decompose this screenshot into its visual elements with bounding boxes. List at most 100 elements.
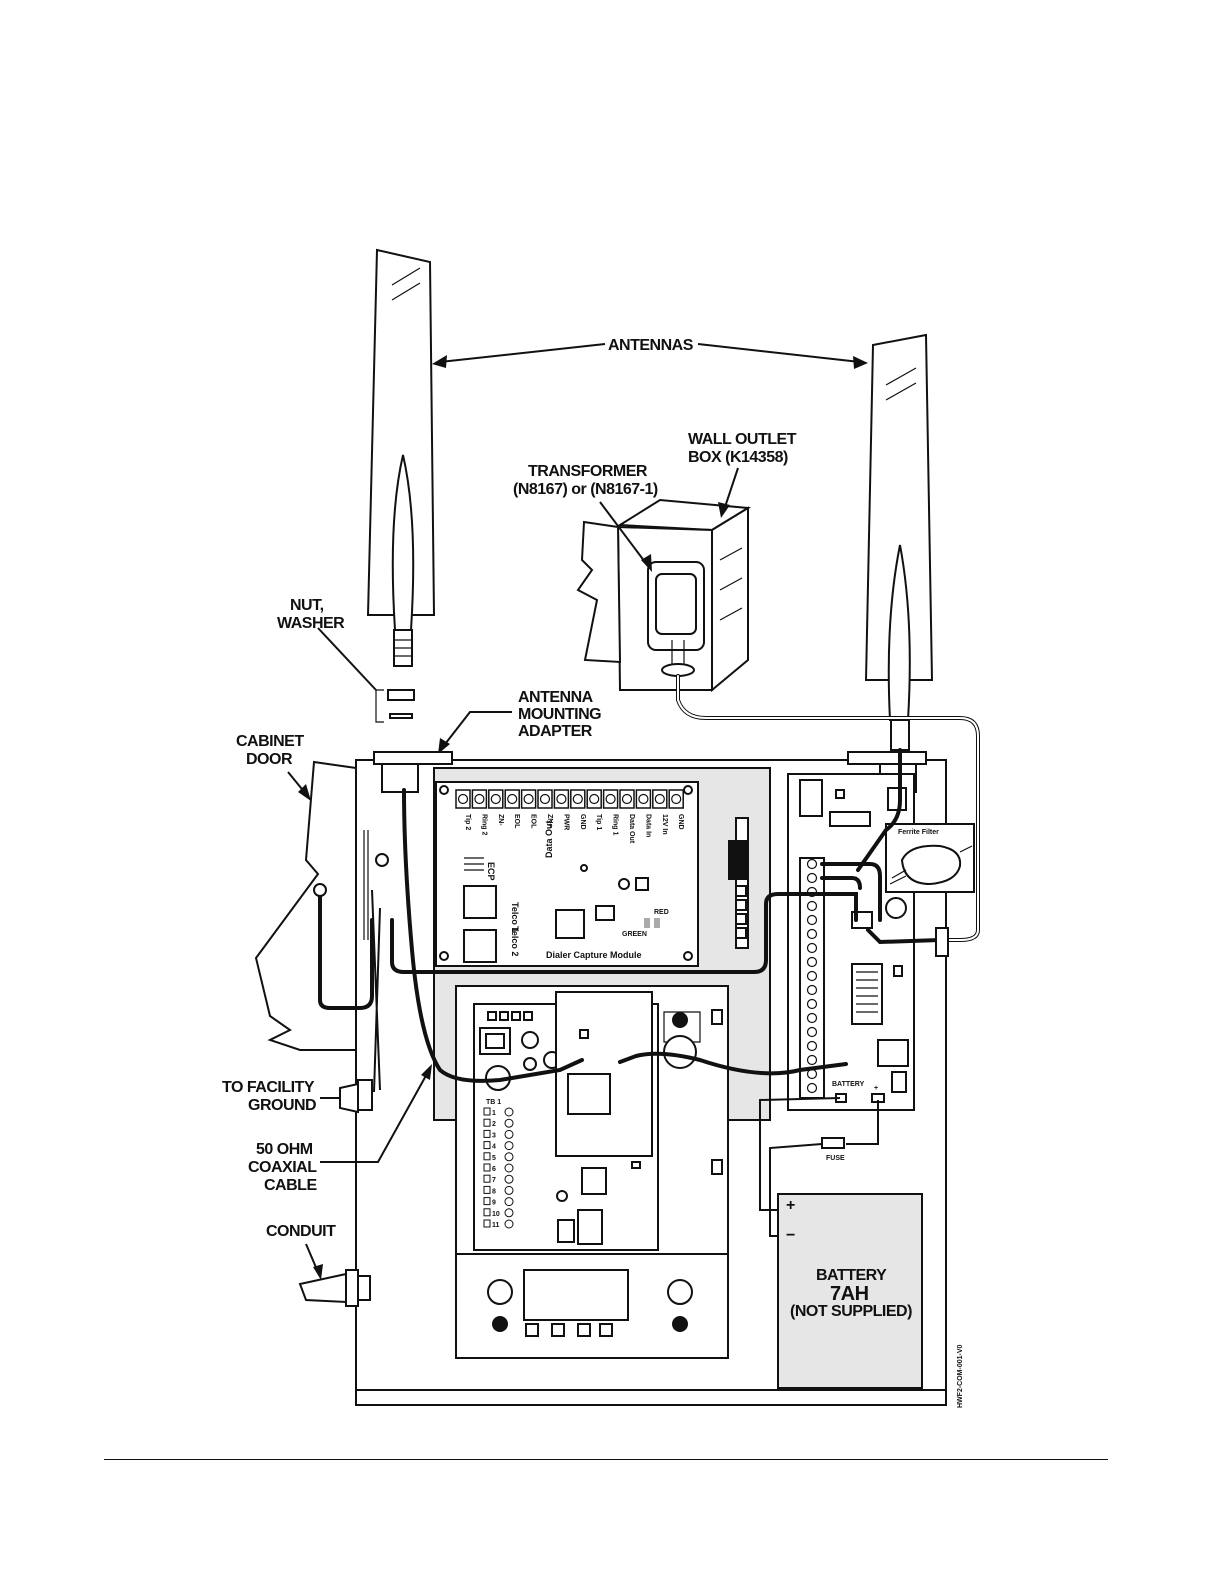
board-terminal-screw (806, 956, 818, 968)
fuse-label: FUSE (826, 1155, 845, 1162)
board-terminal-screw (806, 858, 818, 870)
transformer-label-1: TRANSFORMER (528, 463, 648, 480)
dialer-terminal-screw-head (605, 793, 616, 805)
board-terminal-screw (806, 984, 818, 996)
dialer-terminal-label: Ring 2 (480, 814, 487, 835)
battery (777, 1193, 923, 1389)
conduit-label: CONDUIT (266, 1223, 336, 1240)
dialer-terminal-screw-head (507, 793, 518, 805)
dialer-terminal-screw-head (523, 793, 534, 805)
antennas-callout: ANTENNAS (432, 337, 868, 369)
lower-module-housing (455, 985, 729, 1359)
dialer-terminal-label: Tip 1 (595, 814, 602, 830)
tb1-terminal-box (483, 1197, 491, 1206)
data-out-label: Data Out (544, 820, 554, 858)
coax-callout: 50 OHM COAXIAL CABLE (248, 1064, 432, 1194)
battery-plus-label: + (786, 1197, 795, 1214)
board-terminal-screw (806, 1082, 818, 1094)
tb1-terminal-label: 5 (492, 1155, 496, 1162)
dialer-terminal-label: ZN- (497, 814, 504, 826)
tb1-terminal-box (483, 1219, 491, 1228)
board-terminal-screw (806, 998, 818, 1010)
dialer-terminal-label: GND (579, 814, 586, 830)
board-terminal-screw (806, 1012, 818, 1024)
tb1-terminal-screw (504, 1174, 514, 1184)
cabinet-door-label-2: DOOR (246, 751, 293, 768)
antenna-adapter-label-1: ANTENNA (518, 689, 594, 706)
tb1-terminal-label: 9 (492, 1200, 496, 1207)
tb1-terminal-box (483, 1163, 491, 1172)
dialer-terminal-label: Tip 2 (464, 814, 471, 830)
dialer-terminal-screw-head (572, 793, 583, 805)
board-terminal-screw (806, 1040, 818, 1052)
tb1-terminal-label: 1 (492, 1110, 496, 1117)
tb1-terminal-screw (504, 1129, 514, 1139)
dialer-terminal-screw-head (654, 793, 665, 805)
fuse-icon (821, 1137, 845, 1149)
coax-label-2: COAXIAL (248, 1159, 317, 1176)
tb1-terminal-box (483, 1129, 491, 1138)
dialer-terminal-screw-head (490, 793, 501, 805)
wall-outlet-box (576, 498, 752, 693)
dialer-connector-strip (728, 817, 749, 949)
tb-label: TB 1 (486, 1099, 501, 1106)
cabinet-door-label-1: CABINET (236, 733, 304, 750)
dialer-terminal-label: GND (677, 814, 684, 830)
wall-outlet-callout: WALL OUTLET BOX (K14358) (688, 431, 797, 518)
board-terminal-screw (806, 928, 818, 940)
facility-ground-label-1: TO FACILITY (222, 1079, 315, 1096)
transformer-label-2: (N8167) or (N8167-1) (513, 481, 658, 498)
figure-code: HWF2-COM-001-V0 (957, 1344, 964, 1408)
tb1-terminal-box (483, 1174, 491, 1183)
ferrite-filter-label: Ferrite Filter (898, 829, 939, 836)
nut-washer: NUT, WASHER (277, 597, 415, 723)
washer-label: WASHER (277, 615, 345, 632)
wall-outlet-label-1: WALL OUTLET (688, 431, 797, 448)
tb1-terminal-box (483, 1185, 491, 1194)
conduit-callout: CONDUIT (266, 1223, 371, 1307)
wall-outlet-label-2: BOX (K14358) (688, 449, 788, 466)
dialer-terminal-screw-head (589, 793, 600, 805)
led-red-label: RED (654, 909, 669, 916)
tb1-terminal-screw (504, 1152, 514, 1162)
dialer-terminal-label: ZN+ (546, 814, 553, 827)
dialer-terminal-label: EOL (513, 814, 520, 829)
cabinet-door (254, 760, 389, 1093)
board-terminal-screw (806, 942, 818, 954)
telco-1-jack (463, 885, 497, 919)
ecp-label: ECP (486, 862, 496, 881)
tb1-terminal-box (483, 1118, 491, 1127)
dialer-terminal-screw-head (556, 793, 567, 805)
tb1-terminal-screw (504, 1141, 514, 1151)
tb1-terminal-label: 6 (492, 1166, 496, 1173)
cabinet-door-callout: CABINET DOOR (236, 733, 311, 801)
dialer-terminal-screw-head (539, 793, 551, 805)
dialer-module-title: Dialer Capture Module (546, 950, 642, 960)
board-terminal-screw (806, 1026, 818, 1038)
tb1-terminal-label: 10 (492, 1211, 500, 1218)
tb1-terminal-label: 3 (492, 1132, 496, 1139)
coax-label-3: CABLE (264, 1177, 317, 1194)
telco-2-label: Telco 2 (510, 926, 520, 956)
board-terminal-screw (806, 914, 818, 926)
fuse-and-battery: FUSE + − BATTERY 7AH (NOT SUPPLIED) (759, 1097, 923, 1389)
board-terminal-screw (806, 1054, 818, 1066)
dialer-terminal-label: Data Out (628, 814, 635, 844)
dialer-terminal-label: Ring 1 (612, 814, 619, 835)
dialer-terminal-screw-head (638, 793, 649, 805)
dialer-terminal-label: 12V In (661, 814, 668, 835)
battery-label-2: 7AH (830, 1283, 869, 1305)
board-terminal-screw (806, 872, 818, 884)
tb1-terminal-label: 11 (492, 1222, 500, 1229)
tb1-terminal-screw (504, 1163, 514, 1173)
board-terminal-screw (806, 900, 818, 912)
antennas-label: ANTENNAS (608, 337, 694, 354)
tb1-terminal-screw (504, 1219, 514, 1229)
coax-label-1: 50 OHM (256, 1141, 313, 1158)
left-antenna (366, 248, 436, 667)
dialer-terminal-screw-head (671, 793, 682, 805)
facility-ground-callout: TO FACILITY GROUND (222, 1079, 373, 1114)
led-green-label: GREEN (622, 931, 647, 938)
